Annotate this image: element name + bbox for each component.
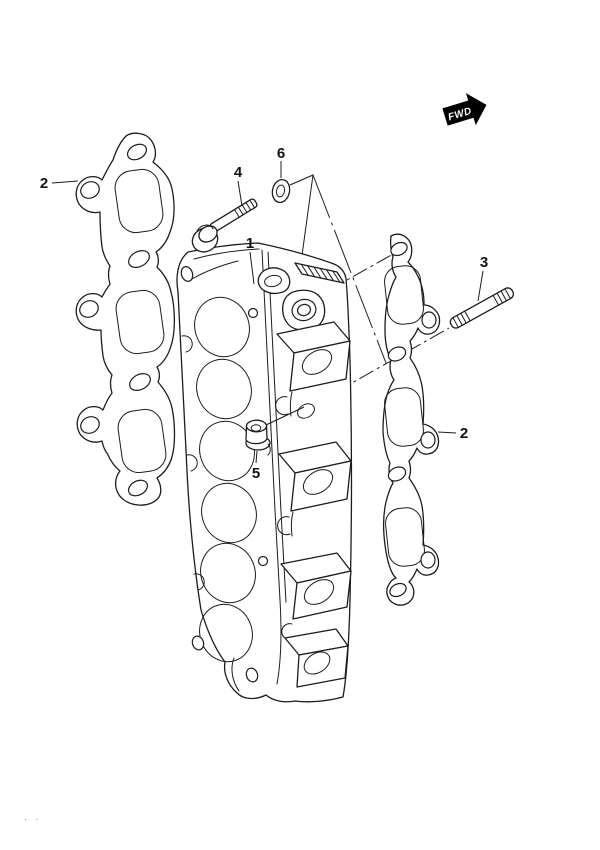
leader-2-right (437, 431, 457, 434)
gasket-right-outline (382, 233, 441, 606)
callout-6: 6 (277, 145, 285, 162)
callout-1: 1 (246, 235, 254, 252)
bracket-hatching (300, 263, 341, 283)
projection-line-upper (305, 252, 396, 304)
page-footer-mark: · · (24, 814, 42, 824)
manifold-runner-bosses (275, 321, 352, 688)
callout-5: 5 (252, 465, 260, 482)
manifold-bracket (294, 262, 345, 284)
manifold-top-pad (257, 267, 291, 295)
leader-1 (249, 251, 255, 285)
gasket-left-ports (114, 168, 167, 474)
leader-4 (237, 180, 243, 207)
leader-2-left (51, 180, 79, 184)
leader-3 (477, 270, 484, 302)
bolt-thread-lines (234, 199, 256, 218)
gasket-left (75, 132, 176, 506)
gasket-right-holes (387, 241, 437, 598)
fwd-arrow-icon (442, 93, 487, 126)
callout-3: 3 (480, 254, 488, 271)
leader-lines (51, 161, 484, 464)
gasket-left-holes (79, 143, 151, 497)
intake-manifold (176, 242, 353, 703)
manifold-washer-boss (281, 289, 326, 343)
leader-5-to-boss (265, 406, 305, 426)
leader-5 (255, 450, 258, 464)
gasket-left-outline (75, 132, 176, 506)
callouts: 1 2 2 3 4 5 6 (40, 145, 488, 482)
flange-bolt (191, 198, 258, 253)
stud-bolt (449, 287, 515, 329)
washer-pointer-line-right (312, 174, 387, 364)
manifold-flange-holes (180, 266, 269, 683)
callout-2-right: 2 (460, 425, 468, 442)
flange-nut (245, 419, 271, 456)
gasket-right-ports (384, 265, 425, 567)
stud-thread-lines (452, 288, 511, 328)
fwd-direction-flag: FWD (442, 93, 487, 126)
gasket-right (382, 233, 441, 606)
callout-2-left: 2 (40, 175, 48, 192)
washer (271, 178, 291, 204)
callout-4: 4 (234, 164, 243, 181)
